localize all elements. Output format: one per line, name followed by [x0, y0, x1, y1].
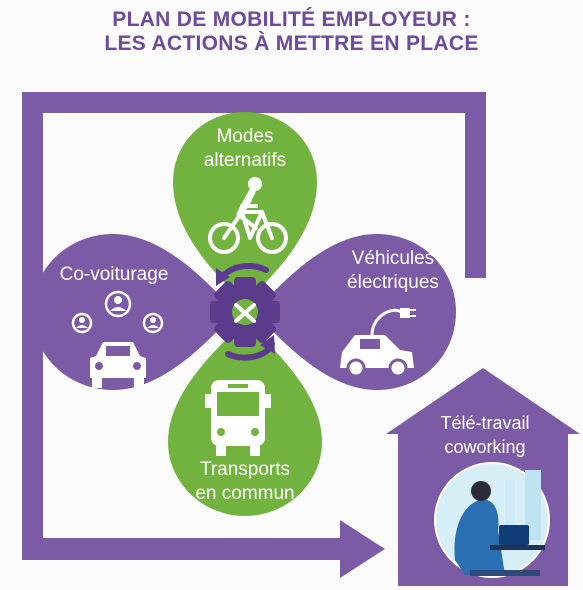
car-sharing-icon — [71, 290, 164, 388]
petal-right-line-2: électriques — [347, 272, 439, 293]
petal-right-line-1: Véhicules — [351, 248, 435, 269]
petal-bottom-line-1: Transports — [199, 459, 291, 480]
petal-left-line-1: Co-voiturage — [59, 264, 169, 285]
title-line-2: LES ACTIONS À METTRE EN PLACE — [104, 32, 479, 55]
bus-icon — [205, 380, 271, 456]
petal-top-line-2: alternatifs — [203, 150, 287, 171]
house-line-2: coworking — [444, 437, 526, 457]
gear-icon — [210, 277, 280, 347]
petal-top-line-1: Modes — [216, 126, 274, 147]
bicycle-icon — [208, 177, 288, 254]
petal-bottom-label: Transports en commun — [180, 458, 310, 506]
person-at-laptop-illustration — [434, 462, 550, 578]
petal-top-label: Modes alternatifs — [195, 125, 295, 173]
page-title: PLAN DE MOBILITÉ EMPLOYEUR : LES ACTIONS… — [0, 8, 583, 56]
petal-left-label: Co-voiturage — [36, 263, 192, 287]
electric-car-icon — [340, 308, 416, 378]
petal-bottom-line-2: en commun — [195, 483, 295, 504]
house-label: Télé-travail coworking — [420, 411, 550, 459]
house-line-1: Télé-travail — [440, 413, 530, 433]
arrow-head-bottom — [260, 335, 275, 354]
petal-right-label: Véhicules électriques — [335, 247, 451, 295]
petal-co-voiturage — [32, 234, 235, 390]
arrow-head-top — [216, 268, 230, 286]
title-line-1: PLAN DE MOBILITÉ EMPLOYEUR : — [112, 8, 471, 31]
